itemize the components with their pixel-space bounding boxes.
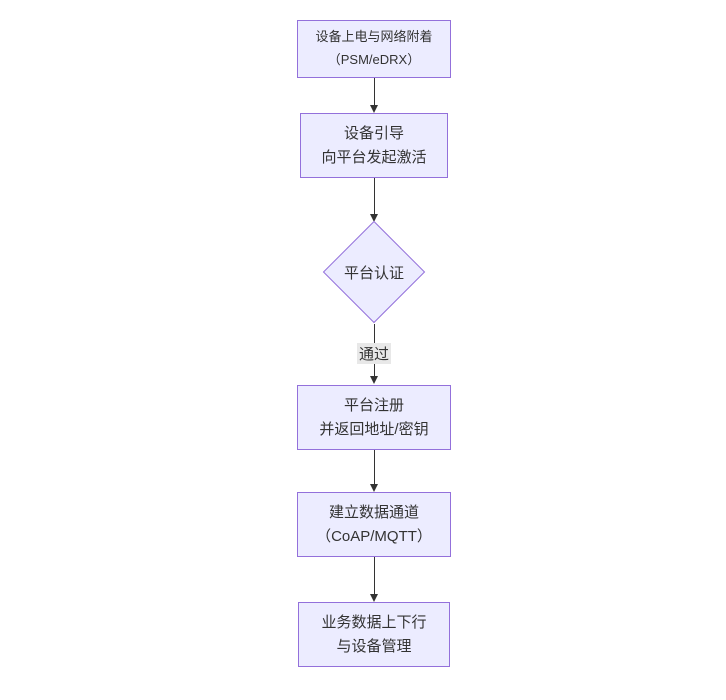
arrowhead-down-icon (370, 214, 378, 222)
edge-n1-n2 (369, 78, 379, 113)
node-text-line: 业务数据上下行 (321, 614, 427, 632)
node-power-network-attach: 设备上电与网络附着 （PSM/eDRX） (297, 20, 451, 78)
node-text-line: （CoAP/MQTT） (316, 527, 432, 545)
node-platform-register: 平台注册 并返回地址/密钥 (297, 385, 451, 450)
node-platform-auth-decision: 平台认证 (322, 220, 426, 324)
node-text-line: 设备引导 (343, 125, 404, 143)
node-business-data-device-mgmt: 业务数据上下行 与设备管理 (298, 602, 450, 667)
arrowhead-down-icon (370, 376, 378, 384)
node-text-line: 平台认证 (343, 264, 404, 282)
arrowhead-down-icon (370, 484, 378, 492)
node-text-line: 建立数据通道 (328, 504, 419, 522)
edge-line (373, 557, 375, 594)
node-text-line: 与设备管理 (336, 637, 412, 655)
edge-line (373, 450, 375, 484)
node-text-line: 平台注册 (343, 397, 404, 415)
node-text-line: 并返回地址/密钥 (319, 420, 429, 438)
edge-n2-n3 (369, 178, 379, 222)
arrowhead-down-icon (370, 594, 378, 602)
node-device-bootstrap: 设备引导 向平台发起激活 (300, 113, 448, 178)
diamond-shape (322, 220, 426, 324)
edge-label-pass: 通过 (356, 343, 392, 364)
edge-line (373, 78, 375, 105)
edge-line (373, 178, 375, 214)
edge-n5-n6 (369, 557, 379, 602)
node-data-channel: 建立数据通道 （CoAP/MQTT） (297, 492, 451, 557)
arrowhead-down-icon (370, 105, 378, 113)
node-text-line: （PSM/eDRX） (327, 52, 421, 67)
edge-n4-n5 (369, 450, 379, 492)
node-text-line: 向平台发起激活 (321, 148, 427, 166)
node-text-line: 设备上电与网络附着 (315, 29, 433, 45)
